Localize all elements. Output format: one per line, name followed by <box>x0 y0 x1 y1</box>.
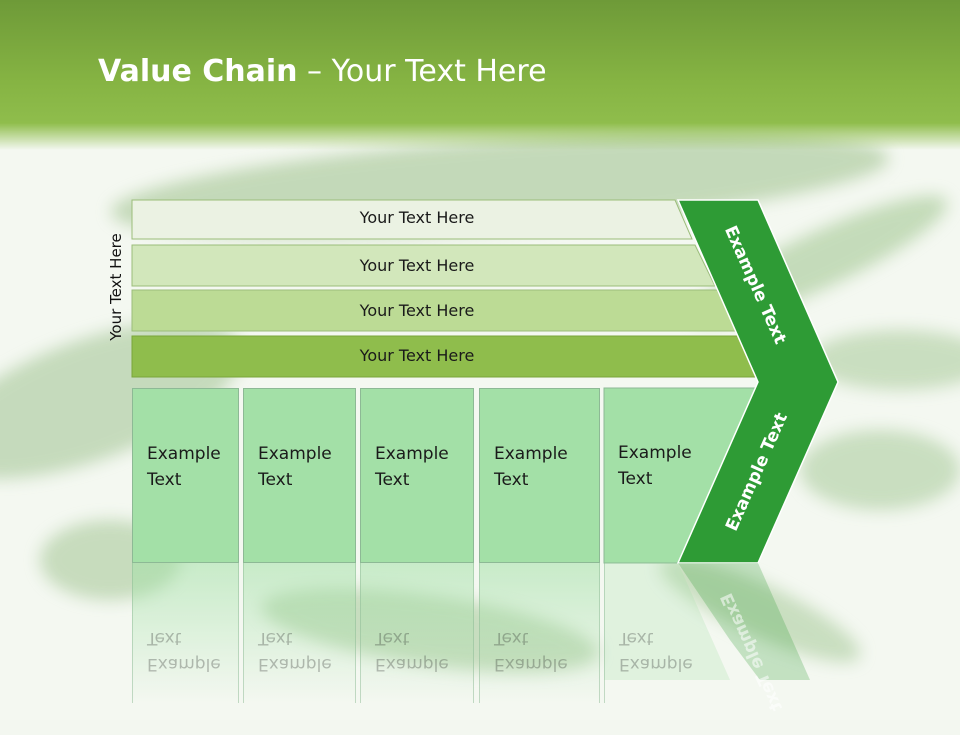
activity-box-4-reflection: Example Text <box>479 563 600 703</box>
box-5-reflection <box>604 563 730 680</box>
title-rest: – Your Text Here <box>297 54 547 89</box>
activity-box-5: Example Text <box>604 388 696 563</box>
activity-box-5-reflection-label: Example Text <box>619 628 693 674</box>
band-1-shape <box>131 199 693 240</box>
value-chain-diagram <box>131 199 839 680</box>
arrow-reflection <box>678 563 810 680</box>
activity-box-1-label: Example Text <box>147 444 221 490</box>
activity-box-4-reflection-label: Example Text <box>494 628 568 674</box>
activity-box-3-reflection-label: Example Text <box>375 628 449 674</box>
activity-box-1: Example Text <box>132 388 239 563</box>
title-bold: Value Chain <box>98 54 298 89</box>
header-band <box>0 0 960 150</box>
band-3-label: Your Text Here <box>359 301 475 320</box>
activity-box-2-reflection-label: Example Text <box>258 628 332 674</box>
activity-box-4: Example Text <box>479 388 600 563</box>
band-4-label: Your Text Here <box>359 346 475 365</box>
activity-box-3: Example Text <box>360 388 474 563</box>
activity-box-5-label: Example Text <box>618 443 692 489</box>
activity-box-2-reflection: Example Text <box>243 563 356 703</box>
activity-box-2: Example Text <box>243 388 356 563</box>
activity-box-4-label: Example Text <box>494 444 568 490</box>
activity-box-1-reflection: Example Text <box>132 563 239 703</box>
activity-box-3-reflection: Example Text <box>360 563 474 703</box>
activity-box-1-reflection-label: Example Text <box>147 628 221 674</box>
activity-box-5-reflection: Example Text <box>604 563 693 703</box>
activity-box-3-label: Example Text <box>375 444 449 490</box>
activity-box-2-label: Example Text <box>258 444 332 490</box>
page-title: Value Chain – Your Text Here <box>98 52 547 92</box>
arrow-chevron <box>676 199 839 564</box>
band-2-label: Your Text Here <box>359 256 475 275</box>
band-1-label: Your Text Here <box>359 208 475 227</box>
